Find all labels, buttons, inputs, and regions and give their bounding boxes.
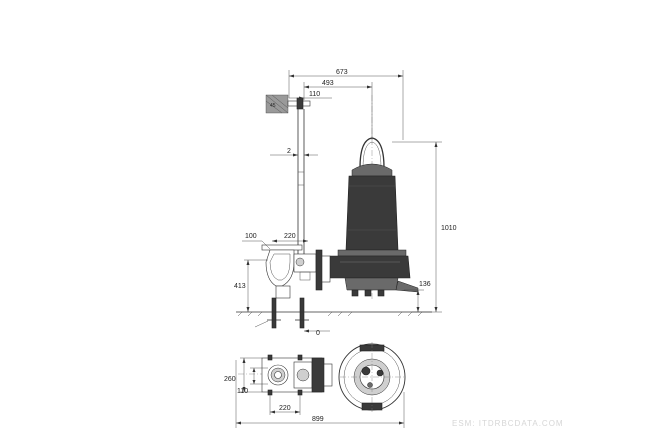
plan-side-dimensions: 260 110	[224, 357, 268, 395]
anchor-bolts	[267, 297, 309, 329]
watermark-text: ESM: ITDRBCDATA.COM	[452, 419, 564, 428]
dim-260: 260	[224, 376, 236, 383]
dim-136: 136	[419, 281, 431, 288]
dim-493: 493	[322, 80, 334, 87]
height-dimension-413: 413	[234, 259, 268, 312]
dim-413: 413	[234, 283, 246, 290]
dim-110-top: 110	[309, 91, 320, 98]
plan-view: 260 110 220 899	[224, 342, 406, 428]
height-dimension-136: 136	[404, 281, 431, 312]
guide-gap-dimension: 2	[270, 148, 318, 157]
wall-bracket: 45	[265, 94, 311, 114]
svg-text:45: 45	[270, 103, 276, 109]
dim-220-elev: 220	[284, 233, 296, 240]
plan-total-dimension: 899	[235, 360, 405, 428]
dim-110-plan: 110	[237, 388, 248, 395]
dim-0: 0	[316, 330, 320, 337]
dim-673: 673	[336, 69, 348, 76]
floor-line	[236, 311, 432, 328]
plan-bolt-dimension: 220	[269, 395, 301, 415]
pump-body	[329, 137, 419, 297]
dim-100: 100	[245, 233, 257, 240]
dim-220-plan: 220	[279, 405, 291, 412]
guide-rail	[297, 109, 305, 255]
pump-top-view	[338, 342, 406, 412]
dim-899: 899	[312, 416, 324, 423]
zero-dimension: 0	[304, 329, 330, 337]
plan-base-plate	[261, 354, 333, 396]
dim-2: 2	[287, 148, 291, 155]
top-dimensions: 673 493 110	[288, 69, 404, 140]
pipe-dimensions: 100 220	[242, 233, 308, 250]
dim-1010: 1010	[441, 225, 457, 232]
elevation-view: 45 673 493 110	[234, 69, 457, 337]
height-dimension-1010: 1010	[392, 141, 457, 313]
discharge-coupling	[261, 244, 331, 299]
